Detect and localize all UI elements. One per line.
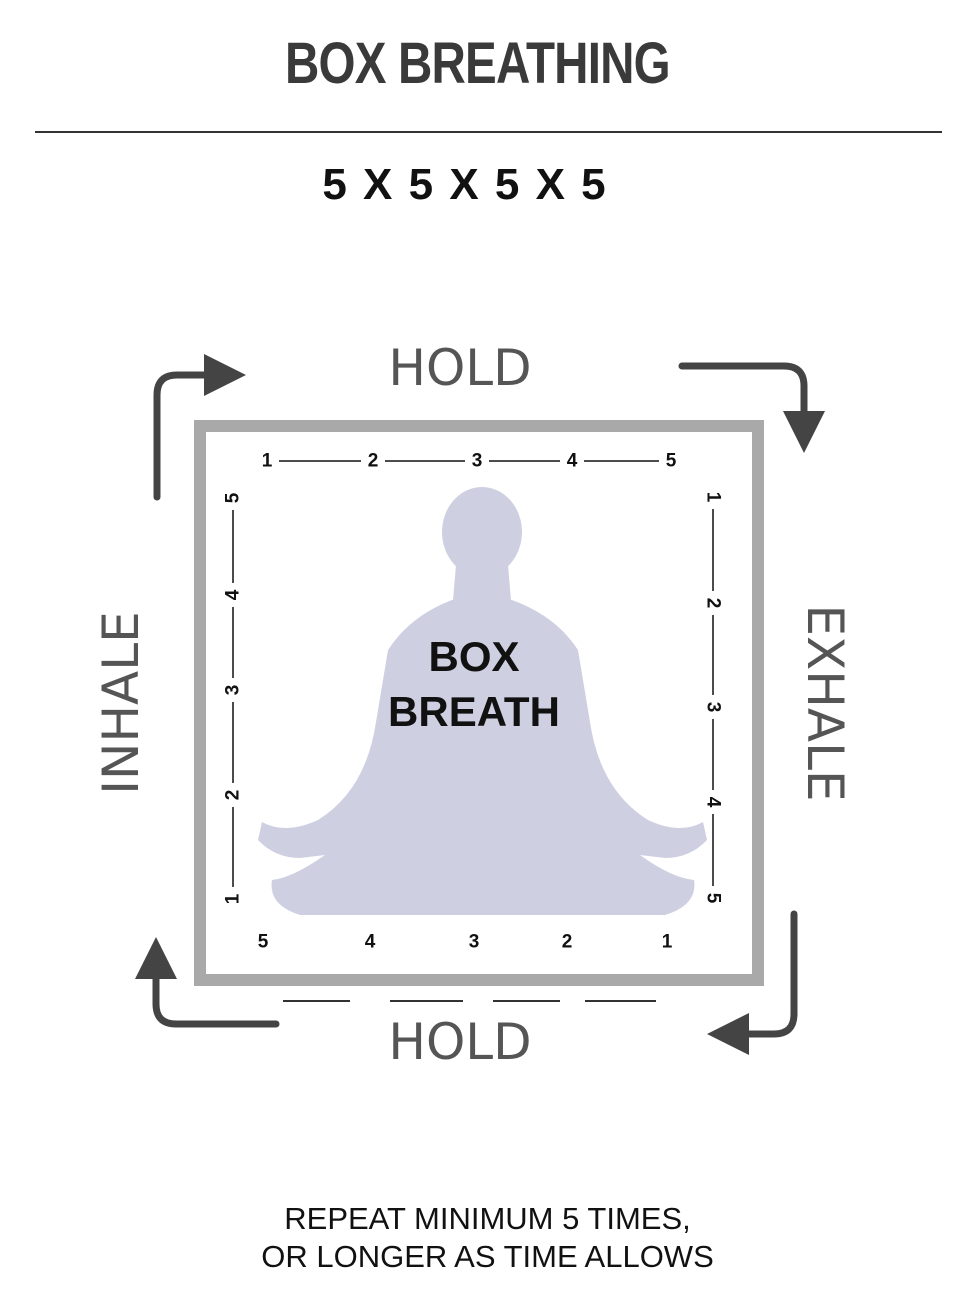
left-count-2: 2 (223, 790, 244, 801)
bottom-count-3: 3 (469, 932, 480, 953)
bottom-count-2: 2 (562, 932, 573, 953)
bottom-count-1: 1 (662, 932, 673, 953)
breath-count-subtitle: 5 X 5 X 5 X 5 (322, 160, 608, 209)
instruction-text: REPEAT MINIMUM 5 TIMES, OR LONGER AS TIM… (0, 1200, 975, 1276)
top-count-5: 5 (666, 451, 677, 472)
right-count-5: 5 (703, 893, 724, 904)
left-count-ticks: 1 2 3 4 5 (223, 492, 244, 904)
right-count-2: 2 (703, 598, 724, 609)
right-count-ticks: 1 2 3 4 5 (703, 492, 724, 904)
top-count-2: 2 (368, 451, 379, 472)
right-count-1: 1 (703, 492, 724, 503)
left-count-3: 3 (223, 685, 244, 696)
arrow-right-down-icon (678, 362, 825, 453)
page-title: BOX BREATHING (285, 31, 671, 96)
top-count-3: 3 (472, 451, 483, 472)
left-count-4: 4 (223, 589, 244, 600)
title-divider (35, 131, 942, 133)
bottom-count-5: 5 (258, 932, 269, 953)
right-count-3: 3 (703, 702, 724, 713)
arrow-left-up-icon (135, 937, 280, 1028)
left-count-1: 1 (223, 893, 244, 904)
inhale-label: INHALE (92, 611, 150, 794)
top-hold-label: HOLD (388, 339, 531, 397)
top-count-1: 1 (262, 451, 273, 472)
arrow-down-left-icon (707, 910, 798, 1055)
left-count-5: 5 (223, 492, 244, 503)
bottom-count-ticks: 5 4 3 2 1 (258, 932, 673, 953)
top-count-ticks: 1 2 3 4 5 (262, 451, 677, 472)
exhale-label: EXHALE (796, 604, 854, 801)
right-count-4: 4 (703, 797, 724, 808)
bottom-hold-label: HOLD (388, 1013, 531, 1071)
bottom-count-4: 4 (365, 932, 376, 953)
arrow-up-right-icon (153, 354, 246, 501)
center-label-line1: BOX (428, 633, 519, 680)
instruction-line-2: OR LONGER AS TIME ALLOWS (261, 1239, 714, 1274)
instruction-line-1: REPEAT MINIMUM 5 TIMES, (284, 1201, 691, 1236)
meditation-figure-icon (258, 487, 707, 915)
center-label-line2: BREATH (388, 688, 560, 735)
top-count-4: 4 (567, 451, 578, 472)
